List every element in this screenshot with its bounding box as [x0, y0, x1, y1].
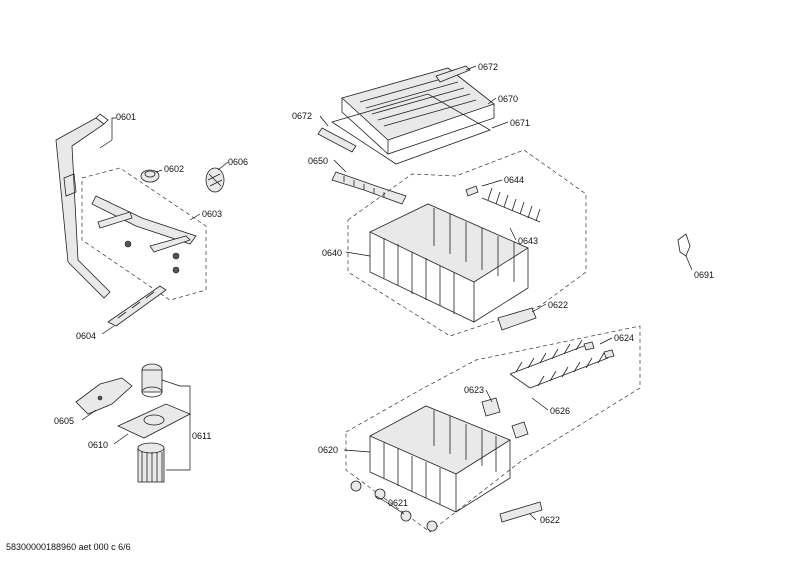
- filter-cover: [75, 377, 133, 415]
- cutlery-tray: [341, 67, 495, 155]
- spray-arm-group-box: [81, 167, 207, 301]
- label-0670: 0670: [498, 94, 518, 104]
- label-0622-lower: 0622: [540, 515, 560, 525]
- tine-row-upper: [465, 185, 541, 223]
- label-0650: 0650: [308, 156, 328, 166]
- label-0620: 0620: [318, 445, 338, 455]
- label-0623: 0623: [464, 385, 484, 395]
- label-0605: 0605: [54, 416, 74, 426]
- lower-basket: [369, 405, 511, 513]
- label-0601: 0601: [116, 112, 136, 122]
- label-0640: 0640: [322, 248, 342, 258]
- label-0671: 0671: [510, 118, 530, 128]
- label-0672-top: 0672: [478, 62, 498, 72]
- spray-arm-hub: [140, 169, 160, 183]
- label-0611: 0611: [192, 431, 211, 441]
- label-0606: 0606: [228, 157, 248, 167]
- basket-roller-clips: [481, 397, 529, 439]
- lower-spray-arm: [107, 285, 167, 327]
- upper-basket-box: [347, 149, 587, 337]
- label-0622-upper: 0622: [548, 300, 568, 310]
- label-0644: 0644: [504, 175, 524, 185]
- tray-clip-left: [317, 127, 357, 153]
- label-0603: 0603: [202, 209, 222, 219]
- label-0602: 0602: [164, 164, 184, 174]
- leader-lines: [81, 65, 693, 521]
- tray-handle-lower: [499, 501, 543, 523]
- tray-frame: [331, 93, 491, 165]
- label-0643: 0643: [518, 236, 538, 246]
- label-0610: 0610: [88, 440, 108, 450]
- label-0691: 0691: [694, 270, 714, 280]
- fine-filter-plate: [117, 403, 191, 439]
- tine-rack-lower: [509, 339, 609, 389]
- filter-cylinder: [137, 363, 165, 483]
- cup-rack-strip: [331, 171, 407, 205]
- label-0624: 0624: [614, 333, 634, 343]
- lower-basket-box: [345, 325, 641, 533]
- part-labels: 0601 0602 0606 0603 0604 0605 0610 0611 …: [54, 62, 714, 525]
- tine-holders: [583, 341, 615, 359]
- tray-handle-upper: [497, 307, 537, 331]
- supply-pipe: [55, 113, 111, 299]
- label-0672-left: 0672: [292, 111, 312, 121]
- label-0604: 0604: [76, 331, 96, 341]
- mesh-filter-disc: [205, 167, 225, 193]
- upper-spray-arm: [91, 195, 197, 274]
- document-code: 58300000188960 aet 000 c 6/6: [6, 542, 131, 552]
- label-0626: 0626: [550, 406, 570, 416]
- label-0621: 0621: [388, 498, 408, 508]
- tray-clip-right: [435, 65, 471, 83]
- upper-basket: [369, 203, 529, 323]
- side-clip-far: [677, 233, 691, 257]
